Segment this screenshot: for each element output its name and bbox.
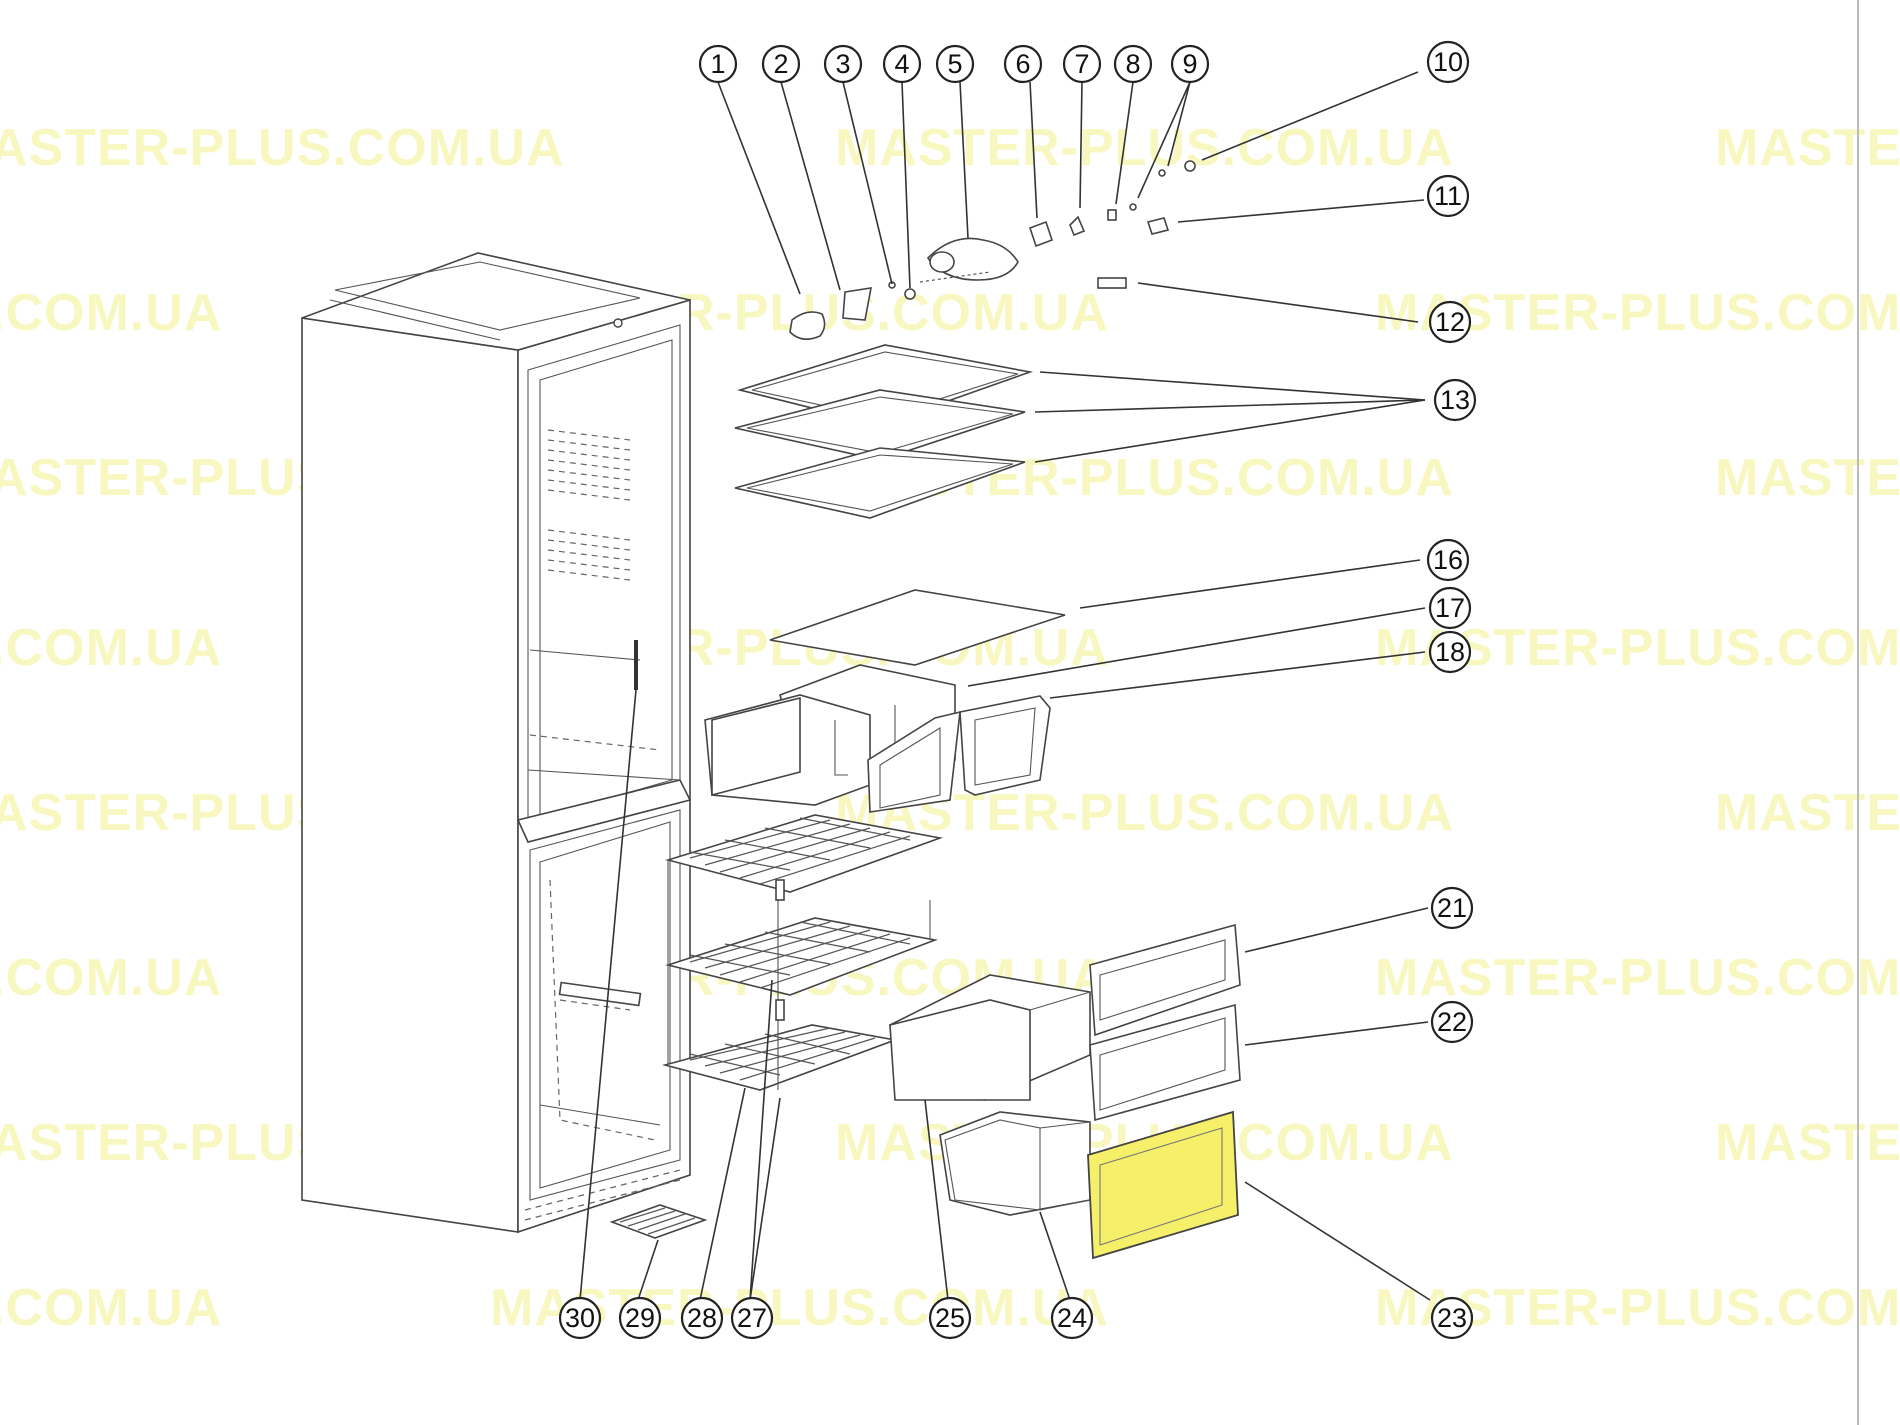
callout-c16: 16 [1426,538,1470,582]
watermark-text: MASTE [1715,449,1900,507]
callout-label: 3 [835,49,850,79]
watermark-text: .COM.UA [0,949,222,1007]
callout-c23: 23 [1430,1296,1474,1340]
callout-c2: 2 [761,44,801,84]
watermark-text: MASTER-PLUS.COM [1375,949,1900,1007]
callout-c4: 4 [882,44,922,84]
callout-c12: 12 [1428,300,1472,344]
watermark-text: MASTE [1715,784,1900,842]
callout-label: 13 [1440,385,1470,415]
part-10-bulb [1184,160,1196,172]
watermark-text: MASTE [1715,1114,1900,1172]
callout-label: 4 [894,49,909,79]
part-2-bracket [842,287,872,321]
part-11-switch [1146,217,1170,235]
drawer-front-22 [1089,1003,1241,1122]
callout-c25: 25 [928,1296,972,1340]
callout-c21: 21 [1430,886,1474,930]
callout-c28: 28 [680,1296,724,1340]
watermark-text: .COM.UA [0,1279,222,1337]
shelf-13-c [734,447,1026,519]
callout-c8: 8 [1113,44,1153,84]
callout-c1: 1 [698,44,738,84]
part-4-screw [904,288,916,300]
callout-label: 9 [1182,49,1197,79]
callout-label: 6 [1015,49,1030,79]
drawer-front-21 [1089,923,1241,1037]
callout-label: 23 [1437,1303,1467,1333]
callout-c6: 6 [1003,44,1043,84]
watermark-text: ASTER-PLUS.COM.UA [0,119,565,177]
callout-c3: 3 [823,44,863,84]
callout-c24: 24 [1050,1296,1094,1340]
callout-c27: 27 [730,1296,774,1340]
vent-lines [547,429,631,581]
callout-label: 25 [935,1303,965,1333]
part-9-screw [1129,203,1137,211]
callout-label: 12 [1435,307,1465,337]
callout-label: 24 [1057,1303,1087,1333]
callout-label: 18 [1435,637,1465,667]
callout-label: 2 [773,49,788,79]
ice-tray [609,1204,708,1239]
callout-c22: 22 [1430,1000,1474,1044]
callout-c7: 7 [1062,44,1102,84]
lamp-assembly-parts [789,160,1196,340]
callout-label: 27 [737,1303,767,1333]
callout-label: 28 [687,1303,717,1333]
callout-c18: 18 [1428,630,1472,674]
part-7-socket [1069,215,1086,237]
glass-shelves [734,344,1066,666]
callout-c5: 5 [935,44,975,84]
watermark-text: MASTE [1715,119,1900,177]
callout-c10: 10 [1426,40,1470,84]
crisper-drawers [704,664,1051,813]
part-12-door-switch [1097,277,1127,289]
leader-lines [579,71,1431,1301]
callout-c29: 29 [618,1296,662,1340]
bottom-grille [524,1169,681,1221]
watermark-text: .COM.UA [0,619,222,677]
wire-shelf-3 [661,1024,899,1091]
callout-label: 30 [565,1303,595,1333]
watermark-text: MASTER-PLUS.COM.UA [835,119,1454,177]
freezer-wire-shelves [661,814,944,1091]
callout-label: 22 [1437,1007,1467,1037]
callout-label: 7 [1074,49,1089,79]
wire-shelf-2 [665,900,938,996]
callout-c9: 9 [1170,44,1210,84]
callout-c11: 11 [1426,174,1470,218]
shelf-13-b [734,389,1026,461]
callout-label: 11 [1434,181,1462,211]
callout-label: 16 [1433,545,1463,575]
callout-c13: 13 [1433,378,1477,422]
fridge-cabinet [301,252,692,1234]
part-9-screw [1158,169,1166,177]
part-1-lamp-cover [789,311,826,340]
callout-c30: 30 [558,1296,602,1340]
watermark-text: .COM.UA [0,284,222,342]
callout-label: 21 [1437,893,1467,923]
wire-shelf-1 [665,814,944,893]
callout-label: 8 [1125,49,1140,79]
part-6-knob [1028,220,1054,248]
callout-label: 29 [625,1303,655,1333]
callout-c17: 17 [1428,586,1472,630]
part-8-piece [1107,209,1117,221]
callout-label: 1 [710,49,725,79]
callout-label: 10 [1433,47,1463,77]
shelf-16 [769,589,1066,666]
callout-label: 5 [947,49,962,79]
callout-label: 17 [1435,593,1465,623]
freezer-drawers [889,923,1241,1260]
